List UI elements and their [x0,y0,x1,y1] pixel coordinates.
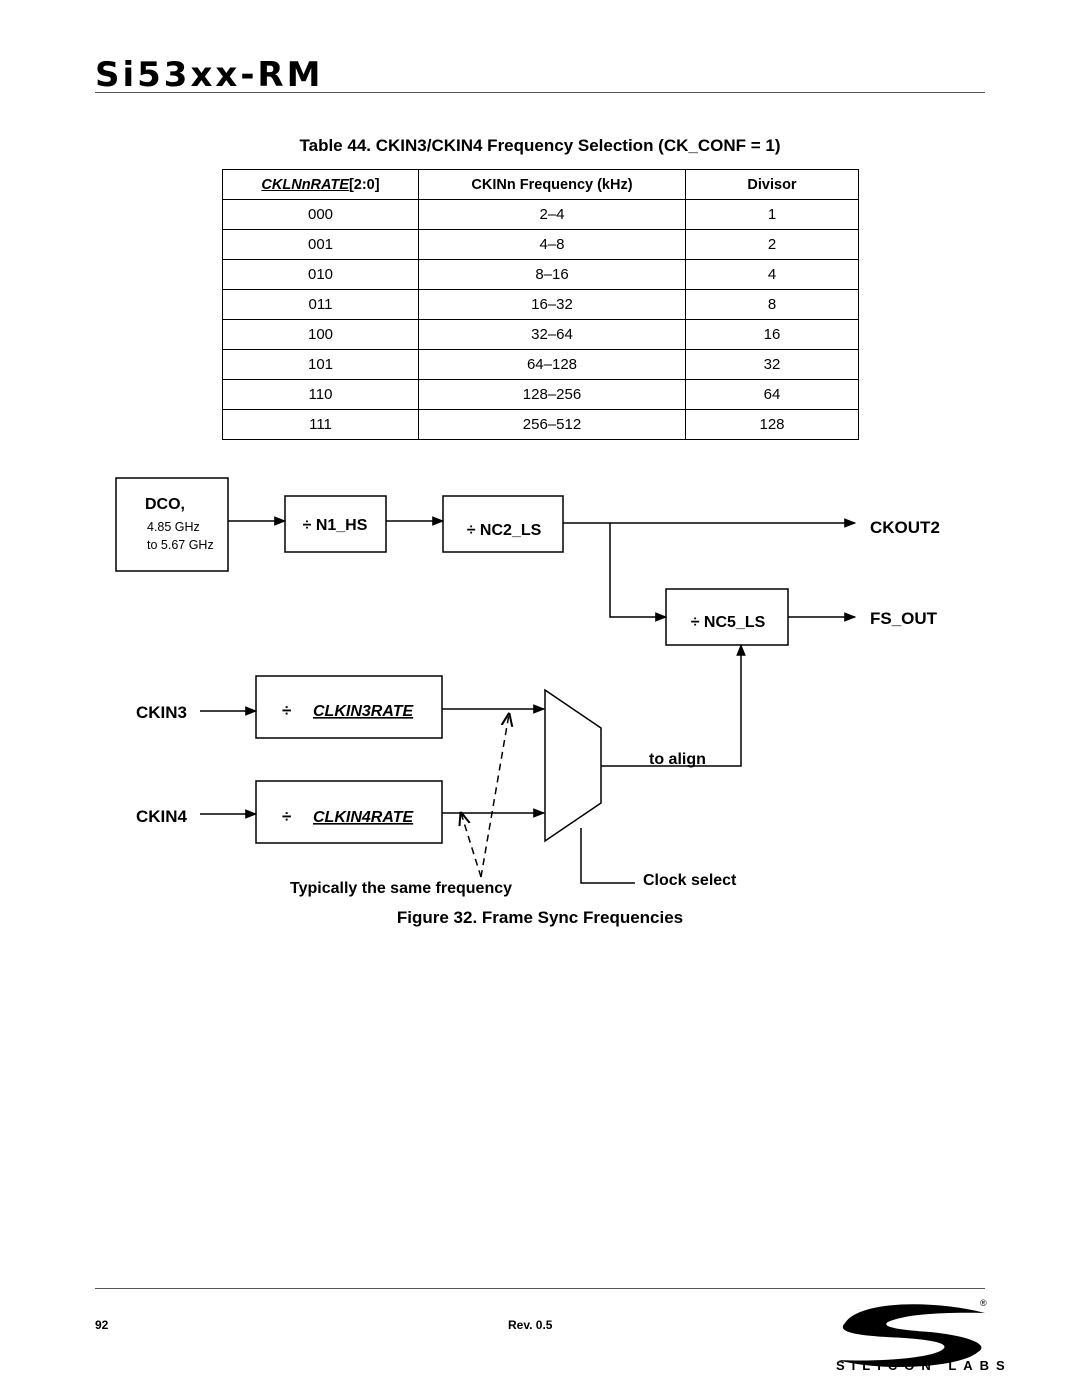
same-frequency-note: Typically the same frequency [290,880,512,897]
registered-mark: ® [980,1298,987,1308]
header-divisor: Divisor [685,169,859,200]
dco-freq-min: 4.85 GHz [147,520,200,534]
nc5-ls-label: ÷ NC5_LS [691,614,766,631]
header-cklnnrate-name: CKLNnRATE [261,176,349,193]
clock-mux [544,688,602,843]
clkin3rate-div-symbol: ÷ [282,701,291,720]
silicon-labs-logo: SILICON LABS ® [836,1298,1012,1373]
rate-code-cell: 011 [222,289,419,320]
rate-code-cell: 001 [222,229,419,260]
nc2-ls-box [442,495,564,553]
fs-out-label: FS_OUT [870,609,938,628]
dco-box [115,477,229,572]
revision: Rev. 0.5 [508,1318,553,1332]
frequency-table: CKLNnRATE[2:0] CKINn Frequency (kHz) Div… [222,169,859,440]
table-caption: Table 44. CKIN3/CKIN4 Frequency Selectio… [299,136,781,155]
page-number: 92 [95,1318,109,1332]
clkin4rate-label: CLKIN4RATE [313,809,414,826]
ckout2-label: CKOUT2 [870,518,940,537]
frequency-cell: 16–32 [418,289,686,320]
header-rule [95,92,985,93]
clkin4rate-box [255,780,443,844]
frequency-cell: 256–512 [418,409,686,440]
n1-hs-label: ÷ N1_HS [303,517,368,534]
divisor-cell: 1 [685,199,859,230]
divisor-cell: 4 [685,259,859,290]
frequency-cell: 64–128 [418,349,686,380]
header-cklnnrate-bits: [2:0] [348,176,380,193]
dco-label: DCO, [145,496,185,513]
clkin4rate-div-symbol: ÷ [282,807,291,826]
dco-freq-max: to 5.67 GHz [147,538,214,552]
logo-wordmark: SILICON LABS [836,1358,1012,1373]
clkin3rate-box [255,675,443,739]
ckin4-label: CKIN4 [136,807,188,826]
ckin3-label: CKIN3 [136,703,187,722]
clkin3rate-label: CLKIN3RATE [313,703,414,720]
to-align-label: to align [649,751,706,768]
rate-code-cell: 000 [222,199,419,230]
divisor-cell: 128 [685,409,859,440]
rate-code-cell: 010 [222,259,419,290]
nc2-ls-label: ÷ NC2_LS [467,522,542,539]
rate-code-cell: 111 [222,409,419,440]
divisor-cell: 32 [685,349,859,380]
rate-code-cell: 101 [222,349,419,380]
frequency-cell: 2–4 [418,199,686,230]
header-cklnnrate: CKLNnRATE[2:0] [222,169,419,200]
footer-rule [95,1288,985,1289]
rate-code-cell: 110 [222,379,419,410]
clock-select-label: Clock select [643,872,737,889]
figure-caption: Figure 32. Frame Sync Frequencies [396,908,684,927]
document-title: Si53xx-RM [95,55,324,95]
n1-hs-box [284,495,387,553]
